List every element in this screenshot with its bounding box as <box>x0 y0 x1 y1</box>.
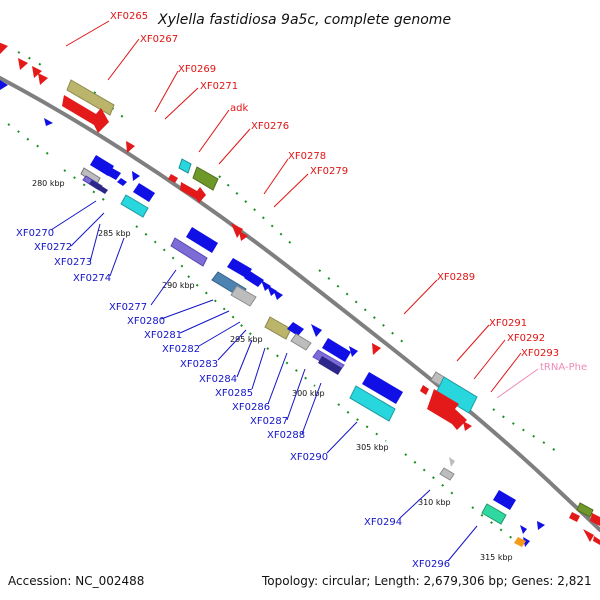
genome-summary-text: Topology: circular; Length: 2,679,306 bp… <box>261 574 592 588</box>
gene-label-xf0279: XF0279 <box>310 166 348 177</box>
gene-label-xf0293: XF0293 <box>521 348 559 359</box>
gene-label-xf0284: XF0284 <box>199 374 237 385</box>
scale-label: 280 kbp <box>32 179 65 188</box>
gene-label-xf0271: XF0271 <box>200 81 238 92</box>
gene-label-xf0281: XF0281 <box>144 330 182 341</box>
gene-label-xf0286: XF0286 <box>232 402 270 413</box>
gene-label-xf0285: XF0285 <box>215 388 253 399</box>
scale-label: 290 kbp <box>162 281 195 290</box>
label-leader-lines <box>50 20 539 562</box>
reverse-strand-features <box>0 80 545 547</box>
gene-label-xf0269: XF0269 <box>178 64 216 75</box>
gene-label-xf0294: XF0294 <box>364 517 402 528</box>
gene-label-xf0296: XF0296 <box>412 559 450 570</box>
scale-label: 295 kbp <box>230 335 263 344</box>
scale-label: 315 kbp <box>480 553 513 562</box>
genome-backbone <box>0 76 600 532</box>
gene-label-xf0270: XF0270 <box>16 228 54 239</box>
gene-label-xf0290: XF0290 <box>290 452 328 463</box>
gene-label-xf0288: XF0288 <box>267 430 305 441</box>
scale-label: 305 kbp <box>356 443 389 452</box>
scale-label: 300 kbp <box>292 389 325 398</box>
accession-text: Accession: NC_002488 <box>8 574 144 588</box>
gene-label-xf0282: XF0282 <box>162 344 200 355</box>
gene-label-xf0267: XF0267 <box>140 34 178 45</box>
gene-label-xf0292: XF0292 <box>507 333 545 344</box>
gene-label-trna-phe: tRNA-Phe <box>540 362 587 373</box>
genome-title: Xylella fastidiosa 9a5c, complete genome <box>157 12 451 28</box>
gene-label-xf0265: XF0265 <box>110 11 148 22</box>
reverse-gene-labels: XF0270 XF0272 XF0273 XF0274 XF0277 XF028… <box>16 228 450 570</box>
gene-label-xf0273: XF0273 <box>54 257 92 268</box>
gene-label-xf0277: XF0277 <box>109 302 147 313</box>
gene-label-xf0289: XF0289 <box>437 272 475 283</box>
scale-label: 285 kbp <box>98 229 131 238</box>
forward-gene-labels: XF0265 XF0267 XF0269 XF0271 adk XF0276 X… <box>110 11 587 373</box>
gene-label-xf0278: XF0278 <box>288 151 326 162</box>
outer-reverse-dots <box>17 51 557 452</box>
forward-strand-features <box>0 42 600 545</box>
scale-label-group: 280 kbp 285 kbp 290 kbp 295 kbp 300 kbp … <box>32 179 513 562</box>
gene-label-xf0283: XF0283 <box>180 359 218 370</box>
gene-label-xf0287: XF0287 <box>250 416 288 427</box>
gene-label-xf0291: XF0291 <box>489 318 527 329</box>
gene-label-adk: adk <box>230 103 248 114</box>
gene-label-xf0276: XF0276 <box>251 121 289 132</box>
gene-label-xf0272: XF0272 <box>34 242 72 253</box>
gene-label-xf0280: XF0280 <box>127 316 165 327</box>
gene-label-xf0274: XF0274 <box>73 273 111 284</box>
scale-label: 310 kbp <box>418 498 451 507</box>
